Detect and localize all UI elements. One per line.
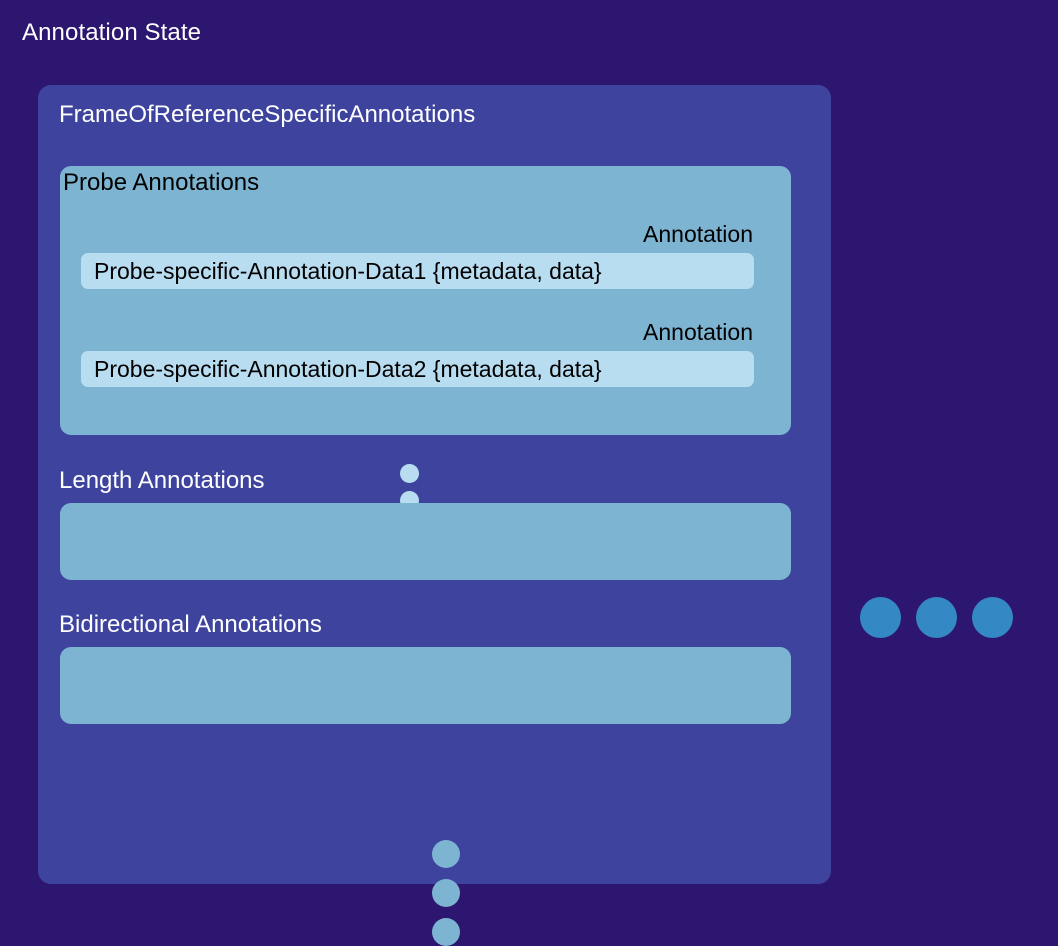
probe-annotations-panel: Probe Annotations Annotation Probe-speci… [60,166,791,510]
annotation-data-pill: Probe-specific-Annotation-Data1 {metadat… [81,253,754,289]
ellipsis-dot [432,918,460,946]
annotation-label: Annotation [643,221,753,247]
vertical-ellipsis-icon [432,840,460,946]
annotation-data-pill: Probe-specific-Annotation-Data2 {metadat… [81,351,754,387]
bidirectional-annotations-title: Bidirectional Annotations [59,611,322,638]
ellipsis-dot [916,597,957,638]
probe-annotations-title: Probe Annotations [63,169,260,196]
ellipsis-dot [400,464,419,483]
length-annotations-panel [60,503,791,580]
ellipsis-dot [432,879,460,907]
annotation-data-text: Probe-specific-Annotation-Data1 {metadat… [94,258,602,284]
annotation-label: Annotation [643,319,753,345]
frame-of-reference-panel: FrameOfReferenceSpecificAnnotations Prob… [38,85,831,946]
frame-of-reference-title: FrameOfReferenceSpecificAnnotations [59,101,476,128]
page-title: Annotation State [22,19,202,46]
horizontal-ellipsis-icon [860,597,1013,638]
bidirectional-annotations-panel [60,647,791,724]
length-annotations-title: Length Annotations [59,467,265,494]
ellipsis-dot [860,597,901,638]
diagram-canvas: Annotation State FrameOfReferenceSpecifi… [22,19,1013,946]
ellipsis-dot [972,597,1013,638]
annotation-data-text: Probe-specific-Annotation-Data2 {metadat… [94,356,602,382]
ellipsis-dot [432,840,460,868]
